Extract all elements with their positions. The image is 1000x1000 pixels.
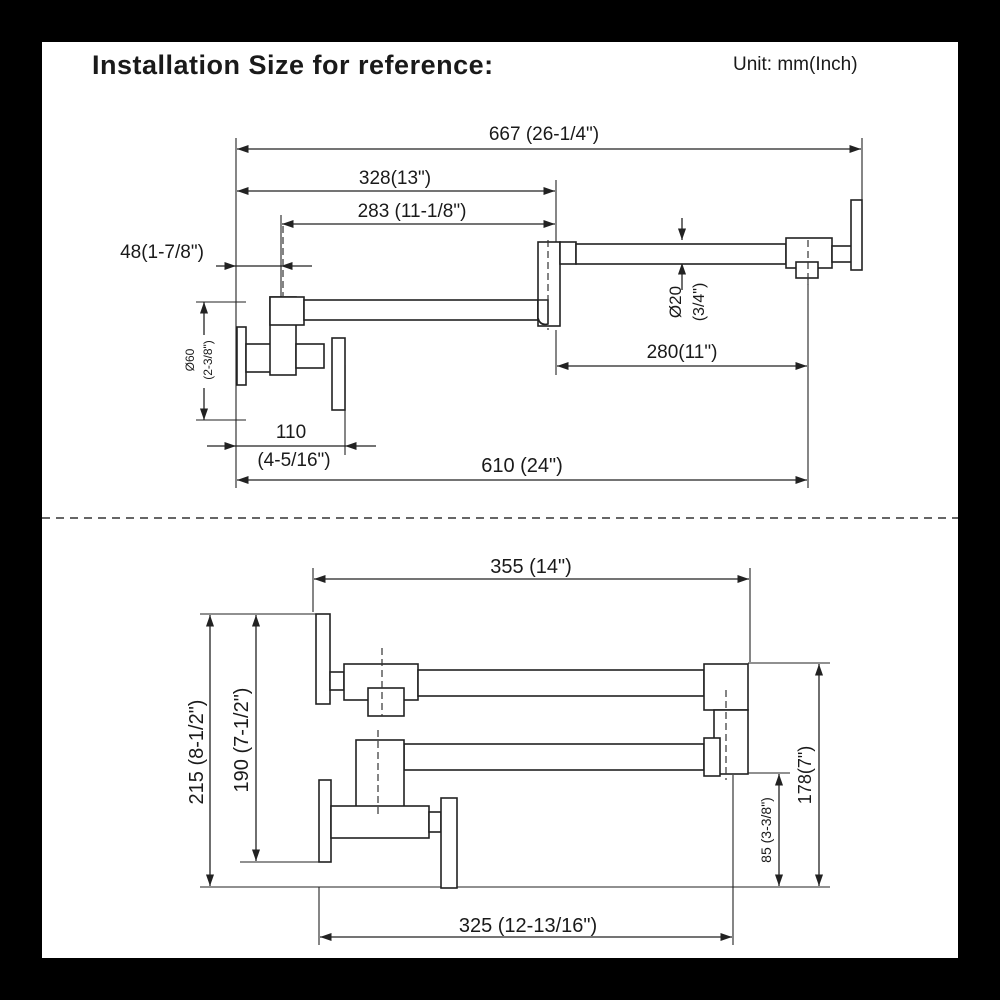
dim-height-total: 215 (8-1/2")	[186, 700, 208, 805]
elbow-lower	[703, 737, 721, 777]
dim-offset: 48(1-7/8")	[120, 242, 204, 263]
side-view: 355 (14") 215 (8-1/2") 190 (7-1/2") 178(…	[186, 556, 830, 945]
swing-arm-upper	[417, 669, 705, 697]
unit-label: Unit: mm(Inch)	[733, 54, 858, 75]
dim-height-inner: 190 (7-1/2")	[231, 688, 253, 793]
dim-right-height: 178(7")	[795, 746, 815, 804]
dim-arm1-inner: 283 (11-1/8")	[358, 201, 467, 222]
spout-outlet	[795, 261, 819, 279]
dim-right-lower: 85 (3-3/8")	[758, 797, 774, 863]
wall-flange-side	[318, 779, 332, 863]
valve-body-side	[330, 805, 430, 839]
dim-pipe-dia-in: (3/4")	[691, 283, 708, 322]
top-view: 667 (26-1/4") 328(13") 283 (11-1/8") 48(…	[120, 124, 863, 488]
swing-arm-2	[575, 243, 787, 265]
page-title: Installation Size for reference:	[92, 50, 494, 80]
dim-reach: 610 (24")	[481, 455, 563, 477]
dim-valve-in: (4-5/16")	[257, 450, 330, 471]
upper-handle	[315, 613, 331, 705]
lower-handle	[440, 797, 458, 889]
dim-flange-dia-mm: Ø60	[183, 348, 197, 371]
dim-pipe-dia-mm: Ø20	[666, 286, 685, 318]
valve-handle	[331, 337, 346, 411]
dim-valve-mm: 110	[276, 422, 306, 443]
dim-width: 355 (14")	[490, 556, 572, 578]
wall-flange	[236, 326, 247, 386]
spout-outlet-side	[367, 687, 405, 717]
dim-arm2: 280(11")	[647, 342, 718, 363]
swing-arm-1	[303, 299, 539, 321]
swing-arm-lower	[403, 743, 705, 771]
valve-riser-side	[355, 739, 405, 815]
valve-stem	[295, 343, 325, 369]
dim-flange-dia-in: (2-3/8")	[201, 340, 215, 380]
dim-arm1-outer: 328(13")	[359, 168, 431, 189]
dim-bottom: 325 (12-13/16")	[459, 915, 597, 937]
spout-handle	[850, 199, 863, 271]
dim-overall: 667 (26-1/4")	[489, 124, 599, 145]
